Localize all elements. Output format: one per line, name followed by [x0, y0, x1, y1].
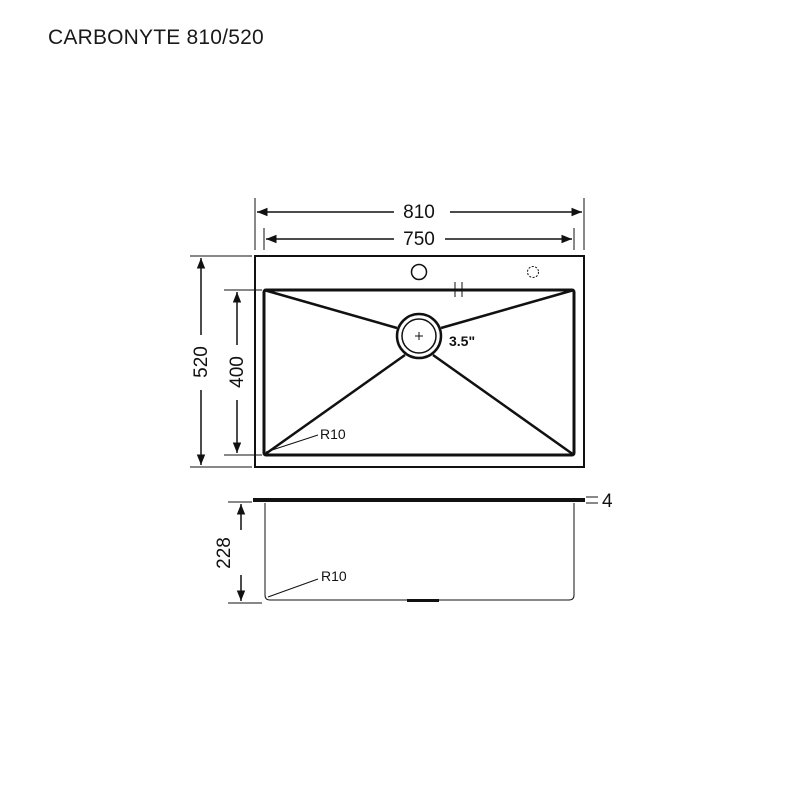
dim-bowl-height: [228, 501, 262, 604]
dim-label-228: 228: [214, 537, 235, 569]
corner-radius-side-label: R10: [321, 568, 347, 584]
deck-plate: [253, 498, 585, 502]
dim-label-750: 750: [403, 229, 435, 250]
radius-leader-top: [265, 434, 319, 453]
dim-overall-width: [254, 198, 585, 250]
dim-label-4: 4: [602, 491, 613, 512]
dim-label-810: 810: [403, 202, 435, 223]
thickness-indicator: [586, 496, 598, 504]
bowl-slope-lines: [263, 288, 575, 457]
dim-inner-width: [263, 228, 575, 250]
drain-icon: [395, 312, 443, 360]
tap-hole-icon: [410, 263, 428, 281]
side-view: [253, 496, 598, 602]
dim-label-520: 520: [191, 346, 212, 378]
drain-stub: [407, 599, 439, 602]
outer-deck-outline: [254, 255, 585, 468]
top-view: [254, 255, 585, 468]
radius-leader-side: [267, 578, 319, 598]
drawing-title: CARBONYTE 810/520: [48, 26, 264, 49]
center-mark: [451, 282, 467, 297]
dim-inner-depth: [224, 289, 262, 456]
dim-label-400: 400: [227, 356, 248, 388]
dim-overall-depth: [190, 255, 252, 468]
optional-hole-icon: [527, 266, 539, 278]
bowl-side-outline: [264, 503, 575, 601]
corner-radius-top-label: R10: [320, 426, 346, 442]
inner-bowl-outline: [262, 288, 576, 457]
drain-size-label: 3.5": [449, 333, 475, 349]
